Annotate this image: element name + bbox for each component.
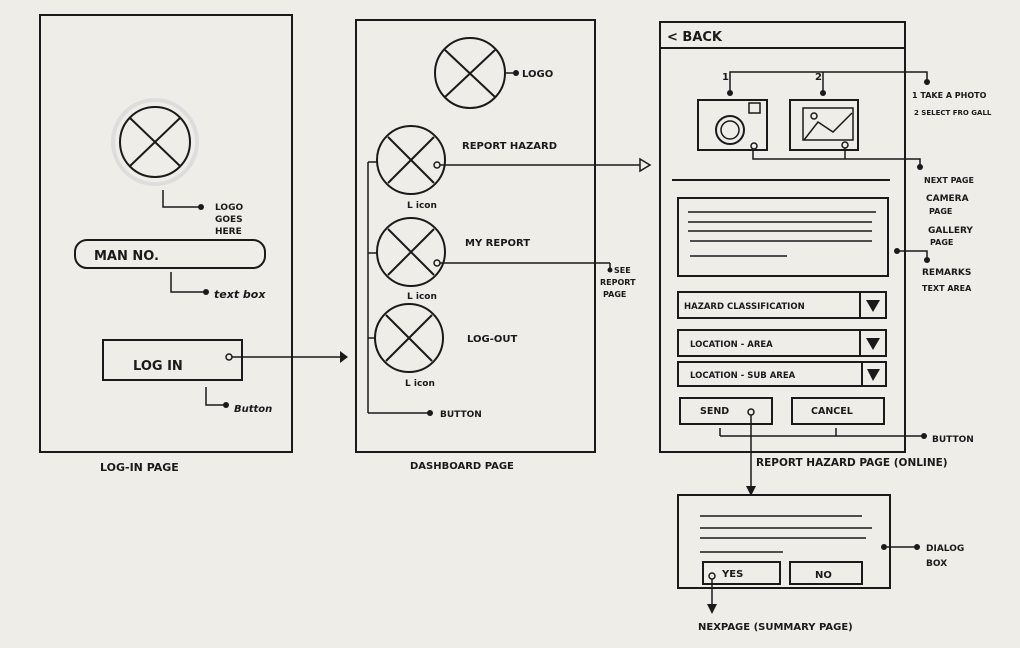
see-report-note: SEE — [614, 266, 631, 275]
dashboard-page-caption: DASHBOARD PAGE — [410, 461, 514, 472]
yes-button-label: YES — [721, 569, 743, 580]
dashboard-frame — [355, 19, 596, 453]
no-button[interactable] — [789, 561, 863, 585]
report-hazard-page: < BACK 1 2 1 TAKE A PHOTO 2 SELECT FRO G… — [659, 21, 992, 496]
login-page: LOGO GOES HERE MAN NO. text box LOG IN B… — [39, 14, 348, 474]
report-frame — [659, 21, 906, 453]
my-report-button[interactable] — [376, 217, 446, 287]
button-note: Button — [234, 404, 272, 415]
hazard-classification-dropdown[interactable] — [677, 291, 887, 319]
next-page-note: GALLERY — [928, 226, 973, 236]
logo-note: HERE — [215, 227, 242, 237]
yes-button[interactable] — [702, 561, 781, 585]
photo-number: 2 — [815, 72, 822, 83]
logo-note: LOGO — [215, 203, 243, 213]
photo-number: 1 — [722, 72, 729, 83]
camera-button[interactable] — [697, 99, 768, 151]
location-area-dropdown[interactable] — [677, 329, 887, 357]
man-no-input[interactable] — [74, 239, 266, 269]
icon-note: L icon — [407, 201, 437, 211]
remarks-note: REMARKS — [922, 268, 971, 278]
location-sub-area-dropdown[interactable] — [677, 361, 887, 387]
photo-note: 1 TAKE A PHOTO — [912, 91, 987, 100]
report-button-note: BUTTON — [932, 435, 974, 445]
dialog-note: BOX — [926, 559, 947, 569]
report-hazard-label: REPORT HAZARD — [462, 141, 557, 152]
next-page-note: PAGE — [929, 207, 952, 216]
location-area-label: LOCATION - AREA — [690, 340, 773, 350]
back-button[interactable]: < BACK — [667, 30, 723, 45]
man-no-placeholder: MAN NO. — [94, 249, 159, 264]
icon-note: L icon — [405, 379, 435, 389]
dialog-box: DIALOG BOX YES NO NEXPAGE (SUMMARY PAGE) — [677, 494, 964, 633]
dialog-frame — [677, 494, 891, 589]
next-page-note: PAGE — [930, 238, 953, 247]
report-hazard-button[interactable] — [376, 125, 446, 195]
login-button-label: LOG IN — [133, 359, 183, 374]
next-page-note: CAMERA — [926, 194, 969, 204]
my-report-label: MY REPORT — [465, 238, 530, 249]
see-report-note: REPORT — [600, 278, 636, 287]
remarks-textarea[interactable] — [677, 197, 889, 277]
logo-note: GOES — [215, 215, 243, 225]
dashboard-page: LOGO BUTTON REPORT HAZARD L icon MY REPO… — [355, 19, 652, 472]
login-logo-icon — [111, 98, 199, 186]
hazard-classification-label: HAZARD CLASSIFICATION — [684, 302, 805, 312]
login-frame — [39, 14, 293, 453]
send-button-label: SEND — [700, 406, 729, 417]
dialog-note: DIALOG — [926, 544, 964, 554]
text-box-note: text box — [214, 288, 266, 301]
next-page-note: NEXT PAGE — [924, 176, 974, 185]
log-out-button[interactable] — [374, 303, 444, 373]
icon-note: L icon — [407, 292, 437, 302]
login-button[interactable] — [102, 339, 243, 381]
log-out-label: LOG-OUT — [467, 334, 517, 345]
cancel-button[interactable] — [791, 397, 885, 425]
remarks-note: TEXT AREA — [922, 284, 972, 293]
report-page-caption: REPORT HAZARD PAGE (ONLINE) — [756, 457, 948, 469]
dashboard-logo-icon — [434, 37, 506, 109]
cancel-button-label: CANCEL — [811, 406, 853, 417]
no-button-label: NO — [815, 570, 832, 581]
send-button[interactable] — [679, 397, 773, 425]
login-page-caption: LOG-IN PAGE — [100, 461, 179, 474]
see-report-note: PAGE — [603, 290, 626, 299]
gallery-button[interactable] — [789, 99, 859, 151]
location-sub-area-label: LOCATION - SUB AREA — [690, 371, 796, 381]
photo-note: 2 SELECT FRO GALL — [914, 109, 992, 117]
summary-page-note: NEXPAGE (SUMMARY PAGE) — [698, 622, 853, 633]
dashboard-logo-note: LOGO — [522, 69, 553, 80]
dashboard-button-note: BUTTON — [440, 410, 482, 420]
